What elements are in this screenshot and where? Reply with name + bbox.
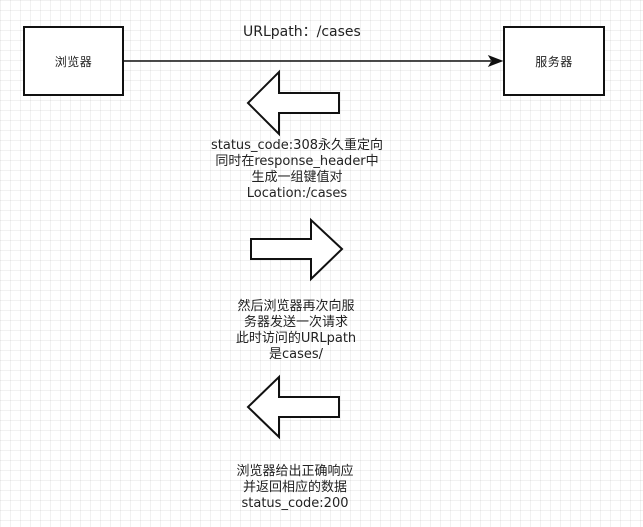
- step-1-line-1: status_code:308永久重定向: [211, 138, 383, 153]
- browser-label: 浏览器: [54, 54, 93, 69]
- step-2-line-3: 此时访问的URLpath: [235, 331, 357, 346]
- step-3-caption: 浏览器给出正确响应 并返回相应的数据 status_code:200: [220, 464, 370, 512]
- step-3-line-2: 并返回相应的数据: [242, 480, 347, 495]
- server-label: 服务器: [535, 54, 573, 69]
- step-1-caption: status_code:308永久重定向 同时在response_header中…: [210, 138, 384, 202]
- step-2-caption: 然后浏览器再次向服 务器发送一次请求 此时访问的URLpath 是cases/: [216, 299, 376, 363]
- response-arrow-left-icon: [246, 69, 340, 137]
- browser-node: 浏览器: [23, 26, 124, 96]
- request-arrowhead: [487, 55, 504, 67]
- step-2-line-4: 是cases/: [268, 347, 324, 362]
- step-1-line-4: Location:/cases: [246, 186, 348, 201]
- step-2-line-2: 务器发送一次请求: [243, 315, 348, 330]
- final-response-arrow-left-icon: [246, 374, 340, 440]
- request-arrow-right-icon: [250, 217, 344, 282]
- request-path-label: URLpath：/cases: [243, 24, 361, 40]
- step-1-line-3: 生成一组键值对: [251, 170, 343, 185]
- step-2-line-1: 然后浏览器再次向服: [237, 299, 355, 314]
- step-1-line-2: 同时在response_header中: [215, 154, 379, 169]
- step-3-line-3: status_code:200: [241, 496, 349, 511]
- server-node: 服务器: [503, 26, 605, 96]
- step-3-line-1: 浏览器给出正确响应: [236, 464, 354, 479]
